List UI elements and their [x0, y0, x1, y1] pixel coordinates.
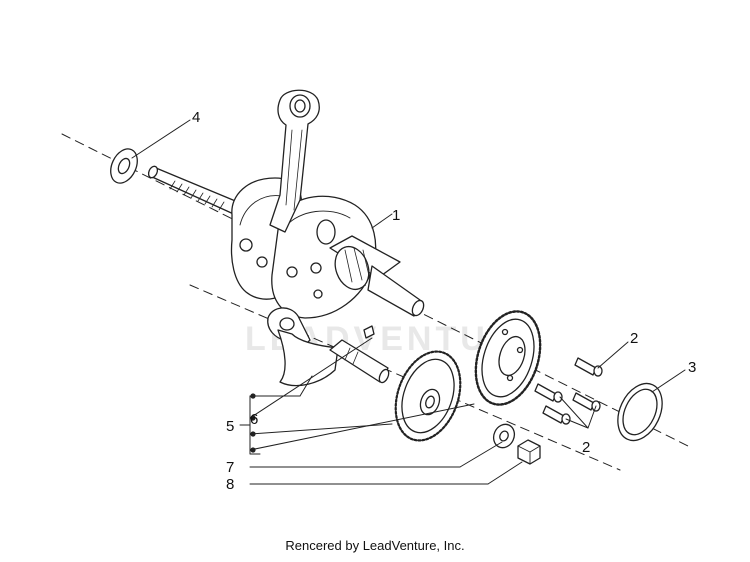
key-part-6[interactable] [363, 325, 375, 339]
callout-2-bottom: 2 [582, 439, 590, 456]
callout-2-top: 2 [630, 330, 638, 347]
callout-5: 5 [226, 418, 234, 435]
callout-7: 7 [226, 459, 234, 476]
callout-3: 3 [688, 359, 696, 376]
gear-large[interactable] [465, 303, 552, 413]
washer-part-7[interactable] [490, 421, 518, 451]
washer-part-4[interactable] [106, 145, 143, 188]
callout-6: 6 [250, 411, 258, 428]
gear-small[interactable] [384, 343, 472, 450]
credit-footer: Rencered by LeadVenture, Inc. [285, 538, 465, 553]
bolts-part-2[interactable] [534, 357, 603, 425]
callout-8: 8 [226, 476, 234, 493]
leader-lines [131, 119, 686, 485]
axis-lines [61, 133, 691, 471]
balancer-shaft-part-5[interactable] [267, 307, 391, 387]
callout-4: 4 [192, 109, 200, 126]
ring-part-3[interactable] [609, 376, 671, 447]
leader-dots [250, 393, 256, 453]
nut-part-8[interactable] [517, 439, 541, 465]
crankshaft-exploded-diagram: LEADVENTURE [61, 89, 696, 493]
crankshaft-part-1[interactable] [147, 89, 426, 319]
callout-1: 1 [392, 207, 400, 224]
